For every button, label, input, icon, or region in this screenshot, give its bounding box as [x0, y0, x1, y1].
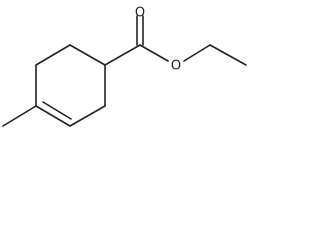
- ring-to-carbonyl-bond: [104, 44, 141, 66]
- ring-bond-c3-c4: [35, 105, 71, 127]
- ring-double-bond-inner: [42, 101, 72, 120]
- ester-oxygen-label: O: [171, 59, 181, 74]
- carbonyl-to-ester-oxygen-bond: [139, 44, 169, 62]
- carbonyl-oxygen-label: O: [135, 6, 145, 21]
- ethyl-bond: [209, 44, 247, 66]
- ring-bond-c5-c6: [35, 44, 71, 66]
- methyl-bond: [2, 105, 37, 127]
- ring-bond-c2-c3: [69, 105, 106, 127]
- skeletal-structure-diagram: O O: [2, 6, 247, 127]
- ester-oxygen-to-ethyl-bond: [183, 44, 211, 62]
- ring-bond-c6-c1: [69, 44, 106, 66]
